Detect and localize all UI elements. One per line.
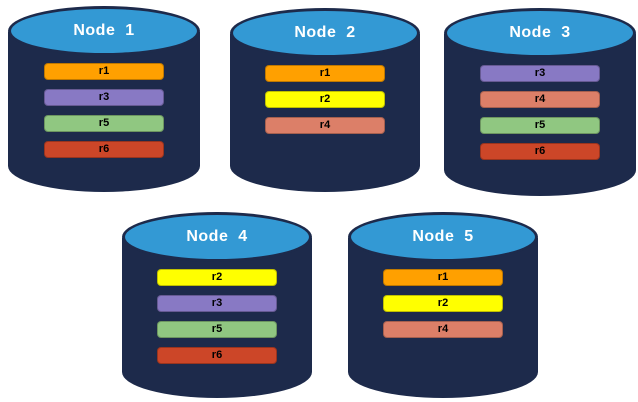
node-1-cylinder-top: Node 1 xyxy=(8,6,200,56)
node-5-replica-list: r1 r2 r4 xyxy=(348,269,538,347)
replica-bar-r2: r2 xyxy=(265,91,385,108)
node-5-cylinder-body xyxy=(348,238,538,398)
node-4-replica-list: r2 r3 r5 r6 xyxy=(122,269,312,373)
node-2-title: Node 2 xyxy=(294,24,356,41)
node-3-cylinder-top: Node 3 xyxy=(444,8,636,58)
replica-bar-r5: r5 xyxy=(157,321,277,338)
replica-bar-r4: r4 xyxy=(265,117,385,134)
replica-bar-r5: r5 xyxy=(480,117,600,134)
node-2-replica-list: r1 r2 r4 xyxy=(230,65,420,143)
replica-bar-r1: r1 xyxy=(44,63,164,80)
node-1-title: Node 1 xyxy=(73,22,135,39)
node-5-title: Node 5 xyxy=(412,228,474,245)
node-1-cylinder-body xyxy=(8,32,200,192)
replica-bar-r3: r3 xyxy=(157,295,277,312)
replica-bar-r3: r3 xyxy=(44,89,164,106)
node-4-cylinder-body xyxy=(122,238,312,398)
replica-bar-r4: r4 xyxy=(480,91,600,108)
replica-bar-r6: r6 xyxy=(44,141,164,158)
node-3-replica-list: r3 r4 r5 r6 xyxy=(444,65,636,169)
node-1-cylinder: Node 1 r1 r3 r5 r6 xyxy=(8,6,200,192)
node-2-cylinder: Node 2 r1 r2 r4 xyxy=(230,8,420,192)
node-4-cylinder: Node 4 r2 r3 r5 r6 xyxy=(122,212,312,398)
replica-bar-r1: r1 xyxy=(265,65,385,82)
replica-bar-r2: r2 xyxy=(157,269,277,286)
node-3-cylinder: Node 3 r3 r4 r5 r6 xyxy=(444,8,636,196)
node-5-cylinder-top: Node 5 xyxy=(348,212,538,262)
node-2-cylinder-body xyxy=(230,34,420,192)
replica-bar-r5: r5 xyxy=(44,115,164,132)
node-4-cylinder-top: Node 4 xyxy=(122,212,312,262)
replica-bar-r1: r1 xyxy=(383,269,503,286)
node-5-cylinder: Node 5 r1 r2 r4 xyxy=(348,212,538,398)
node-2-cylinder-top: Node 2 xyxy=(230,8,420,58)
node-4-title: Node 4 xyxy=(186,228,248,245)
node-1-replica-list: r1 r3 r5 r6 xyxy=(8,63,200,167)
replica-bar-r3: r3 xyxy=(480,65,600,82)
replica-bar-r2: r2 xyxy=(383,295,503,312)
node-3-title: Node 3 xyxy=(509,24,571,41)
replica-bar-r6: r6 xyxy=(480,143,600,160)
replica-bar-r6: r6 xyxy=(157,347,277,364)
replica-bar-r4: r4 xyxy=(383,321,503,338)
node-3-cylinder-body xyxy=(444,34,636,196)
